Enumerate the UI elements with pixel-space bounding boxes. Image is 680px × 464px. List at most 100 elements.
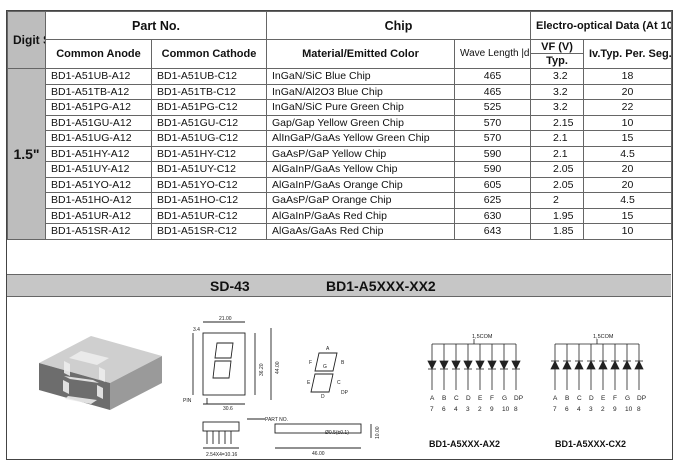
diode-symbol bbox=[487, 360, 497, 370]
segment-letter-ax2: G bbox=[502, 395, 507, 402]
common-cathode-cell: BD1-A51YO-C12 bbox=[151, 176, 267, 193]
wave-length-cell: 643 bbox=[454, 223, 531, 240]
electro-optical-header: Electro-optical Data (At 10mA) bbox=[530, 11, 672, 40]
iv-cell: 15 bbox=[583, 130, 672, 147]
dim-top: 21.00 bbox=[219, 316, 232, 322]
material-cell: GaAsP/GaP Orange Chip bbox=[266, 192, 455, 209]
vf-cell: 3.2 bbox=[530, 83, 584, 100]
package-part-pattern: BD1-A5XXX-XX2 bbox=[326, 278, 436, 294]
wave-length-cell: 465 bbox=[454, 68, 531, 85]
segment-letter-ax2: A bbox=[430, 395, 435, 402]
diode-symbol bbox=[511, 360, 521, 370]
diode-symbol bbox=[439, 360, 449, 370]
pin-number-ax2: 9 bbox=[490, 406, 494, 413]
iv-cell: 18 bbox=[583, 68, 672, 85]
segment-label-b: B bbox=[341, 360, 345, 366]
pin-number-cx2: 4 bbox=[577, 406, 581, 413]
segment-letter-cx2: G bbox=[625, 395, 630, 402]
pin-label: PIN bbox=[183, 398, 192, 404]
common-cathode-cell: BD1-A51UG-C12 bbox=[151, 130, 267, 147]
material-cell: InGaN/Al2O3 Blue Chip bbox=[266, 83, 455, 100]
vf-cell: 3.2 bbox=[530, 99, 584, 116]
segment-label-c: C bbox=[337, 380, 341, 386]
common-cathode-cell: BD1-A51UB-C12 bbox=[151, 68, 267, 85]
iv-cell: 4.5 bbox=[583, 145, 672, 162]
common-cathode-cell: BD1-A51HO-C12 bbox=[151, 192, 267, 209]
common-anode-cell: BD1-A51PG-A12 bbox=[45, 99, 152, 116]
vf-cell: 1.85 bbox=[530, 223, 584, 240]
wave-length-cell: 570 bbox=[454, 114, 531, 131]
common-anode-cell: BD1-A51UY-A12 bbox=[45, 161, 152, 178]
chip-header: Chip bbox=[266, 11, 531, 40]
wave-length-cell: 590 bbox=[454, 145, 531, 162]
wave-length-cell: 625 bbox=[454, 192, 531, 209]
dim-side-a: 36.20 bbox=[259, 363, 265, 376]
common-cathode-cell: BD1-A51UR-C12 bbox=[151, 207, 267, 224]
vf-cell: 2.1 bbox=[530, 130, 584, 147]
common-anode-cell: BD1-A51SR-A12 bbox=[45, 223, 152, 240]
segment-letter-cx2: D bbox=[589, 395, 594, 402]
pin-number-ax2: 10 bbox=[502, 406, 510, 413]
vf-cell: 2.05 bbox=[530, 176, 584, 193]
iv-cell: 4.5 bbox=[583, 192, 672, 209]
diode-symbol bbox=[634, 360, 644, 370]
common-anode-cell: BD1-A51UR-A12 bbox=[45, 207, 152, 224]
common-cathode-cell: BD1-A51GU-C12 bbox=[151, 114, 267, 131]
vf-cell: 2.05 bbox=[530, 161, 584, 178]
pitch-label: 2.54X4=10.16 bbox=[206, 452, 237, 458]
caption-ax2: BD1-A5XXX-AX2 bbox=[429, 439, 501, 449]
diode-symbol bbox=[562, 360, 572, 370]
segment-letter-ax2: E bbox=[478, 395, 483, 402]
dim-left: 3.4 bbox=[193, 327, 200, 333]
segment-letter-cx2: F bbox=[613, 395, 617, 402]
diode-symbol bbox=[586, 360, 596, 370]
digit-size-header: Digit Size bbox=[7, 11, 46, 69]
drawings-svg: 21.00 3.4 36.20 44.00 PIN 30.6 A B C D E… bbox=[39, 316, 646, 458]
common-cathode-cell: BD1-A51HY-C12 bbox=[151, 145, 267, 162]
dim-bottom: 30.6 bbox=[223, 406, 233, 412]
common-label-ax2: 1,5COM bbox=[472, 334, 493, 340]
dim-side-b: 44.00 bbox=[275, 361, 281, 374]
part-no-header: Part No. bbox=[45, 11, 267, 40]
vf-label: VF (V) bbox=[531, 41, 583, 54]
wave-length-cell: 605 bbox=[454, 176, 531, 193]
pin-number-cx2: 2 bbox=[601, 406, 605, 413]
segment-letter-ax2: C bbox=[454, 395, 459, 402]
iv-cell: 15 bbox=[583, 207, 672, 224]
material-cell: Gap/Gap Yellow Green Chip bbox=[266, 114, 455, 131]
diode-symbol bbox=[427, 360, 437, 370]
iv-cell: 20 bbox=[583, 161, 672, 178]
segment-diagram bbox=[310, 352, 338, 393]
common-anode-cell: BD1-A51YO-A12 bbox=[45, 176, 152, 193]
common-cathode-header: Common Cathode bbox=[151, 39, 267, 69]
pin-number-ax2: 4 bbox=[454, 406, 458, 413]
datasheet-frame: Digit Size Part No. Chip Electro-optical… bbox=[6, 10, 673, 460]
material-cell: InGaN/SiC Blue Chip bbox=[266, 68, 455, 85]
common-cathode-cell: BD1-A51UY-C12 bbox=[151, 161, 267, 178]
common-label-cx2: 1,5COM bbox=[593, 334, 614, 340]
diode-symbol bbox=[574, 360, 584, 370]
segment-label-a: A bbox=[326, 346, 330, 352]
pin-number-ax2: 8 bbox=[514, 406, 518, 413]
vf-cell: 1.95 bbox=[530, 207, 584, 224]
segment-letter-cx2: A bbox=[553, 395, 558, 402]
material-cell: AlInGaP/GaAs Yellow Green Chip bbox=[266, 130, 455, 147]
pin-dim-label: Ø0.5(±0.1) bbox=[325, 430, 349, 436]
segment-letter-cx2: E bbox=[601, 395, 606, 402]
width-label: 46.00 bbox=[312, 451, 325, 457]
material-cell: GaAsP/GaP Yellow Chip bbox=[266, 145, 455, 162]
vf-cell: 3.2 bbox=[530, 68, 584, 85]
digit-size-value: 1.5" bbox=[7, 68, 46, 240]
depth-label: 10.00 bbox=[375, 426, 381, 439]
material-cell: AlGaInP/GaAs Red Chip bbox=[266, 207, 455, 224]
circuit-ax2 bbox=[427, 339, 521, 390]
side-view-drawing bbox=[202, 418, 372, 449]
